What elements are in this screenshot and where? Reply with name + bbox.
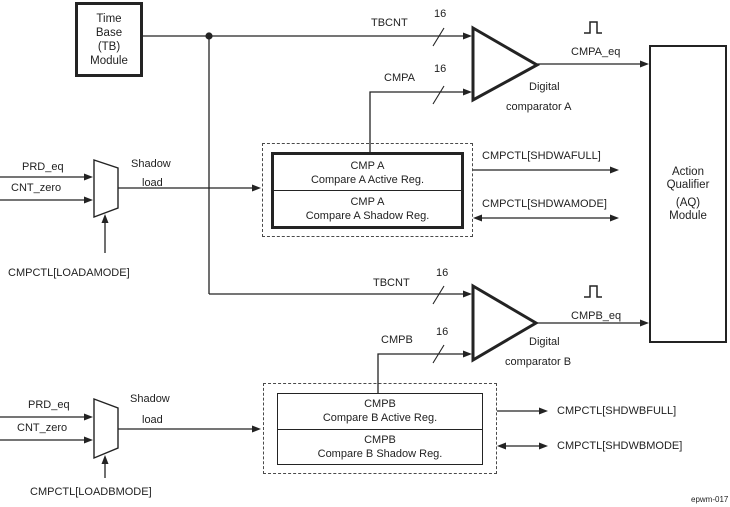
- time-base-module-box: Time Base (TB) Module: [75, 2, 143, 77]
- cnt-zero-a-line: [0, 196, 93, 204]
- shdwbmode-label: CMPCTL[SHDWBMODE]: [557, 440, 683, 452]
- bus-width-slash-tbcnt-a: [432, 27, 445, 47]
- compare-b-active-register: CMPB Compare B Active Reg.: [278, 394, 482, 430]
- compare-a-active-register: CMP A Compare A Active Reg.: [274, 155, 461, 191]
- shdwbfull-label: CMPCTL[SHDWBFULL]: [557, 405, 677, 417]
- shdwamode-line: [473, 214, 619, 222]
- prd-eq-a-label: PRD_eq: [22, 161, 64, 173]
- shdwafull-line: [473, 166, 619, 174]
- pulse-waveform-a-icon: [584, 21, 602, 34]
- bus-width-slash-cmpa: [432, 85, 445, 105]
- time-base-label-line: Time: [96, 12, 122, 25]
- cmpb-label: CMPB: [381, 334, 413, 346]
- figure-id-label: epwm-017: [691, 495, 729, 504]
- compare-b-shadow-register: CMPB Compare B Shadow Reg.: [278, 430, 482, 465]
- cmpa-label: CMPA: [384, 72, 415, 84]
- mux-a-shape: [93, 159, 119, 219]
- compare-a-active-desc: Compare A Active Reg.: [310, 173, 425, 186]
- loadamode-select-line: [101, 214, 109, 253]
- time-base-label-line: Module: [90, 54, 128, 67]
- bus-width-cmpb-label: 16: [436, 326, 449, 338]
- compare-b-shadow-group-outline: [263, 383, 497, 474]
- shadow-load-a-line: [118, 184, 261, 192]
- prd-eq-b-line: [0, 413, 93, 421]
- comparator-b-label-line1: Digital: [529, 336, 560, 348]
- compare-a-shadow-desc: Compare A Shadow Reg.: [305, 209, 430, 222]
- comparator-a-triangle: [471, 25, 541, 103]
- aq-label-line: (AQ): [675, 196, 701, 209]
- comparator-a-label-line2: comparator A: [506, 101, 572, 113]
- shadow-load-b-line: [118, 425, 261, 433]
- compare-b-shadow-desc: Compare B Shadow Reg.: [317, 447, 443, 460]
- shdwamode-label: CMPCTL[SHDWAMODE]: [482, 198, 607, 210]
- tbcnt-b-label: TBCNT: [373, 277, 410, 289]
- compare-b-active-desc: Compare B Active Reg.: [322, 412, 438, 425]
- mux-b-shape: [93, 397, 119, 460]
- cmpa-bus-line: [369, 88, 472, 152]
- compare-b-registers-box: CMPB Compare B Active Reg. CMPB Compare …: [277, 393, 483, 465]
- comparator-b-label-line2: comparator B: [505, 356, 572, 368]
- shdwafull-label: CMPCTL[SHDWAFULL]: [482, 150, 601, 162]
- shadow-load-b-label-line1: Shadow: [130, 393, 170, 405]
- compare-a-shadow-register: CMP A Compare A Shadow Reg.: [274, 191, 461, 226]
- bus-width-cmpa-label: 16: [434, 63, 447, 75]
- shdwbfull-line: [497, 407, 548, 415]
- prd-eq-b-label: PRD_eq: [28, 399, 70, 411]
- loadbmode-label: CMPCTL[LOADBMODE]: [30, 486, 152, 498]
- comparator-a-label-line1: Digital: [529, 81, 560, 93]
- cnt-zero-a-label: CNT_zero: [11, 182, 62, 194]
- compare-b-active-name: CMPB: [364, 398, 396, 411]
- aq-label-line: Qualifier: [666, 178, 710, 191]
- comparator-b-triangle: [471, 283, 539, 363]
- shadow-load-a-label-line1: Shadow: [131, 158, 171, 170]
- compare-a-registers-box: CMP A Compare A Active Reg. CMP A Compar…: [271, 152, 464, 229]
- time-base-label-line: Base: [95, 26, 123, 39]
- aq-label-line: Action: [672, 165, 704, 178]
- cmpb-eq-label: CMPB_eq: [571, 310, 622, 322]
- shadow-load-b-label-line2: load: [142, 414, 163, 426]
- tbcnt-bus-b-line: [209, 290, 472, 298]
- compare-a-shadow-group-outline: [262, 143, 473, 237]
- shadow-load-a-label-line2: load: [142, 177, 163, 189]
- aq-label-line: Module: [669, 209, 707, 222]
- bus-width-slash-cmpb: [432, 344, 445, 364]
- bus-width-tbcnt-a-label: 16: [434, 8, 447, 20]
- tbcnt-bus-a-line: [143, 32, 472, 40]
- cmpa-eq-line: [537, 60, 649, 68]
- time-base-label-line: (TB): [97, 40, 121, 53]
- compare-b-shadow-name: CMPB: [364, 433, 396, 446]
- cnt-zero-b-line: [0, 436, 93, 444]
- cnt-zero-b-label: CNT_zero: [17, 422, 68, 434]
- compare-a-active-name: CMP A: [350, 159, 385, 172]
- bus-width-tbcnt-b-label: 16: [436, 267, 449, 279]
- shdwbmode-line: [497, 442, 548, 450]
- cmpb-bus-line: [377, 350, 472, 393]
- compare-a-shadow-name: CMP A: [350, 195, 385, 208]
- loadamode-label: CMPCTL[LOADAMODE]: [8, 267, 130, 279]
- pulse-waveform-b-icon: [584, 285, 602, 298]
- action-qualifier-module-box: Action Qualifier (AQ) Module: [649, 45, 727, 343]
- tbcnt-a-label: TBCNT: [371, 17, 408, 29]
- cmpa-eq-label: CMPA_eq: [571, 46, 621, 58]
- bus-width-slash-tbcnt-b: [432, 285, 445, 305]
- prd-eq-a-line: [0, 173, 93, 181]
- cmpb-eq-line: [536, 319, 649, 327]
- loadbmode-select-line: [101, 455, 109, 478]
